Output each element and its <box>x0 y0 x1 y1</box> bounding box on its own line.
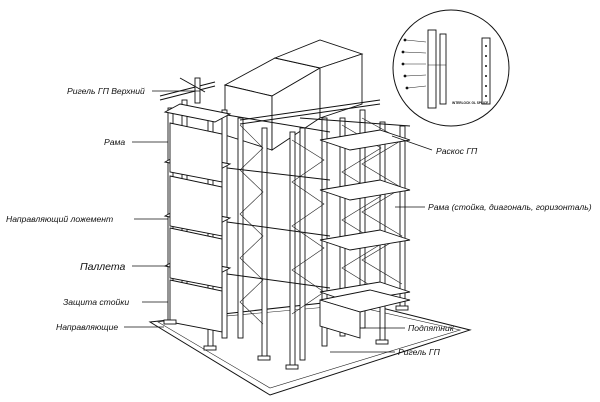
leader-lines <box>124 90 433 353</box>
left-pallets <box>169 122 223 333</box>
label-guide-rail: Направляющий ложемент <box>6 214 113 224</box>
label-pallet: Паллета <box>80 261 126 273</box>
floor-slab <box>148 299 472 396</box>
label-footplate: Подпятник <box>408 323 455 333</box>
label-rigel: Ригель ГП <box>398 347 441 357</box>
footplates <box>163 305 409 370</box>
splice-detail-inset: INTERLOCK GL SPLICE <box>392 9 510 127</box>
label-raskos: Раскос ГП <box>436 146 478 156</box>
label-post-guard: Защита стойки <box>63 297 129 307</box>
right-pallets <box>319 289 411 339</box>
label-rama-left: Рама <box>104 137 125 147</box>
labels: Ригель ГП Верхний Рама Направляющий ложе… <box>6 86 592 357</box>
top-pallet-boxes <box>223 39 364 151</box>
label-guides: Направляющие <box>56 322 118 332</box>
inset-caption: INTERLOCK GL SPLICE <box>452 101 488 105</box>
label-rama-right: Рама (стойка, диагональ, горизонталь) <box>428 202 592 212</box>
label-rigel-top: Ригель ГП Верхний <box>67 86 145 96</box>
